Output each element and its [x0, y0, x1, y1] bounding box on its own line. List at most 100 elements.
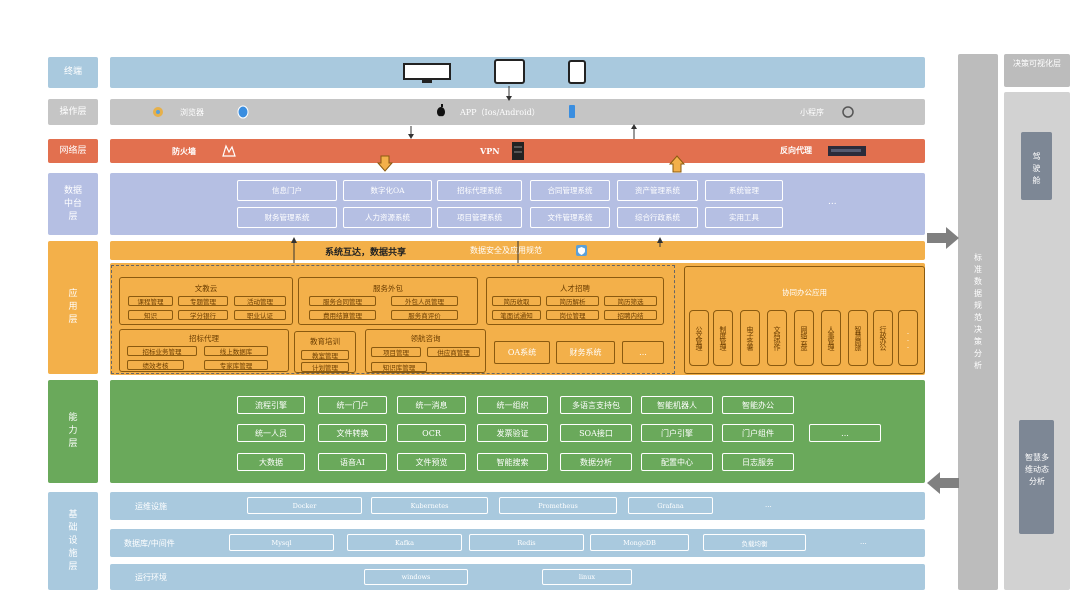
office-item[interactable]: 公文管理: [689, 310, 709, 366]
office-item[interactable]: 网络云盘: [794, 310, 814, 366]
capability-module[interactable]: 智能办公: [722, 396, 794, 414]
capability-module[interactable]: SOA接口: [560, 424, 632, 442]
capability-module[interactable]: 智能搜索: [477, 453, 548, 471]
dc-module[interactable]: 综合行政系统: [617, 207, 698, 228]
capability-module[interactable]: 发票验证: [477, 424, 548, 442]
capability-module[interactable]: 流程引擎: [237, 396, 305, 414]
capability-module-label: 语音AI: [340, 457, 365, 467]
office-item[interactable]: 行政办公: [873, 310, 893, 366]
capability-module[interactable]: 智能机器人: [641, 396, 713, 414]
talent-item-label: 简历筛选: [617, 298, 644, 306]
consult-item[interactable]: 知识库管理: [371, 362, 427, 372]
outsourcing-item[interactable]: 费用结算管理: [309, 310, 376, 320]
wenjiao-item[interactable]: 活动管理: [234, 296, 286, 306]
consult-item[interactable]: 供应商管理: [427, 347, 480, 357]
outsourcing-item-label: 服务商评价: [408, 312, 441, 320]
capability-more[interactable]: ...: [809, 424, 881, 442]
bidding-item[interactable]: 专家库管理: [204, 360, 268, 370]
dc-module[interactable]: 文件管理系统: [530, 207, 610, 228]
capability-module[interactable]: 语音AI: [318, 453, 387, 471]
outsourcing-item[interactable]: 服务合同管理: [309, 296, 376, 306]
capability-module-label: 智能搜索: [496, 457, 529, 467]
firewall-label: 防火墙: [172, 146, 196, 156]
driver-cockpit[interactable]: 驾驶舱: [1021, 132, 1052, 200]
capability-module[interactable]: 大数据: [237, 453, 305, 471]
bidding-item[interactable]: 绩效考核: [127, 360, 184, 370]
capability-module[interactable]: 统一门户: [318, 396, 387, 414]
dc-module[interactable]: 实用工具: [705, 207, 783, 228]
infra-runtime-item[interactable]: linux: [542, 569, 632, 585]
wenjiao-item[interactable]: 课程管理: [128, 296, 173, 306]
talent-item[interactable]: 简历筛选: [604, 296, 657, 306]
infra-ops-item-label: Prometheus: [538, 501, 578, 510]
office-item[interactable]: 文档协作: [767, 310, 787, 366]
oa-system[interactable]: OA系统: [494, 341, 550, 364]
infra-db-item[interactable]: 负载均衡: [703, 534, 806, 551]
capability-module[interactable]: 文件预览: [397, 453, 466, 471]
office-item-label: 人事管理: [827, 326, 835, 350]
outsourcing-item[interactable]: 外包人员管理: [391, 296, 458, 306]
infra-ops-item[interactable]: Prometheus: [499, 497, 617, 514]
dc-module[interactable]: 信息门户: [237, 180, 337, 201]
talent-item[interactable]: 简历解析: [546, 296, 599, 306]
infra-ops-item[interactable]: Grafana: [628, 497, 713, 514]
dc-module[interactable]: 合同管理系统: [530, 180, 610, 201]
dc-module[interactable]: 财务管理系统: [237, 207, 337, 228]
infra-ops-item[interactable]: Kubernetes: [371, 497, 488, 514]
firewall-icon: [222, 144, 236, 157]
office-item[interactable]: 电子签署: [740, 310, 760, 366]
capability-module[interactable]: 门户引擎: [641, 424, 713, 442]
infra-db-item[interactable]: Mysql: [229, 534, 334, 551]
consult-item[interactable]: 项目管理: [371, 347, 421, 357]
app-label: APP（Ios/Android）: [460, 108, 540, 117]
talent-item[interactable]: 简历收取: [492, 296, 541, 306]
talent-item[interactable]: 笔面试通知: [492, 310, 541, 320]
capability-module[interactable]: 文件转换: [318, 424, 387, 442]
infra-db-item-label: 负载均衡: [741, 539, 768, 548]
capability-module[interactable]: 统一组织: [477, 396, 548, 414]
office-item[interactable]: 人事管理: [821, 310, 841, 366]
capability-module[interactable]: 门户组件: [722, 424, 794, 442]
dc-module[interactable]: 系统管理: [705, 180, 783, 201]
wenjiao-item[interactable]: 知识: [128, 310, 173, 320]
capability-module[interactable]: 数据分析: [560, 453, 632, 471]
capability-module[interactable]: 多语言支持包: [560, 396, 632, 414]
capability-module-label: 统一消息: [415, 400, 448, 410]
education-item[interactable]: 计划管理: [301, 362, 349, 372]
infra-runtime-item[interactable]: windows: [364, 569, 468, 585]
dc-module[interactable]: 资产管理系统: [617, 180, 698, 201]
dc-module[interactable]: 招标代理系统: [437, 180, 522, 201]
dc-module[interactable]: 项目管理系统: [437, 207, 522, 228]
talent-item[interactable]: 招聘内结: [604, 310, 657, 320]
office-item[interactable]: 智慧商旅: [848, 310, 868, 366]
outsourcing-item[interactable]: 服务商评价: [391, 310, 458, 320]
infra-db-item[interactable]: Redis: [469, 534, 584, 551]
capability-module[interactable]: 日志服务: [722, 453, 794, 471]
education-item[interactable]: 教室管理: [301, 350, 349, 360]
layer-terminal-text: 终端: [63, 67, 82, 77]
wenjiao-item[interactable]: 职业认证: [234, 310, 286, 320]
talent-item[interactable]: 岗位管理: [546, 310, 599, 320]
dc-module[interactable]: 数字化OA: [343, 180, 432, 201]
smart-analysis[interactable]: 智慧多维动态分析: [1019, 420, 1054, 534]
dc-module[interactable]: 人力资源系统: [343, 207, 432, 228]
layer-label-capability: 能力层: [48, 380, 98, 483]
capability-module[interactable]: 统一人员: [237, 424, 305, 442]
capability-module[interactable]: OCR: [397, 424, 466, 442]
wenjiao-item[interactable]: 学分银行: [178, 310, 228, 320]
capability-module[interactable]: 统一消息: [397, 396, 466, 414]
infra-db-item[interactable]: MongoDB: [590, 534, 689, 551]
bidding-item[interactable]: 招标业务管理: [127, 346, 197, 356]
more-apps[interactable]: ...: [622, 341, 664, 364]
wenjiao-item[interactable]: 专题管理: [178, 296, 228, 306]
infra-db-item[interactable]: Kafka: [347, 534, 462, 551]
infra-ops-item[interactable]: Docker: [247, 497, 362, 514]
office-item[interactable]: 制度管理: [713, 310, 733, 366]
finance-system[interactable]: 财务系统: [556, 341, 615, 364]
safari-icon: [237, 105, 249, 119]
layer-operation-text: 操作层: [59, 106, 87, 117]
capability-module[interactable]: 配置中心: [641, 453, 713, 471]
dc-module-label: 财务管理系统: [264, 213, 310, 222]
bidding-item[interactable]: 线上数据库: [204, 346, 268, 356]
office-item[interactable]: ...: [898, 310, 918, 366]
